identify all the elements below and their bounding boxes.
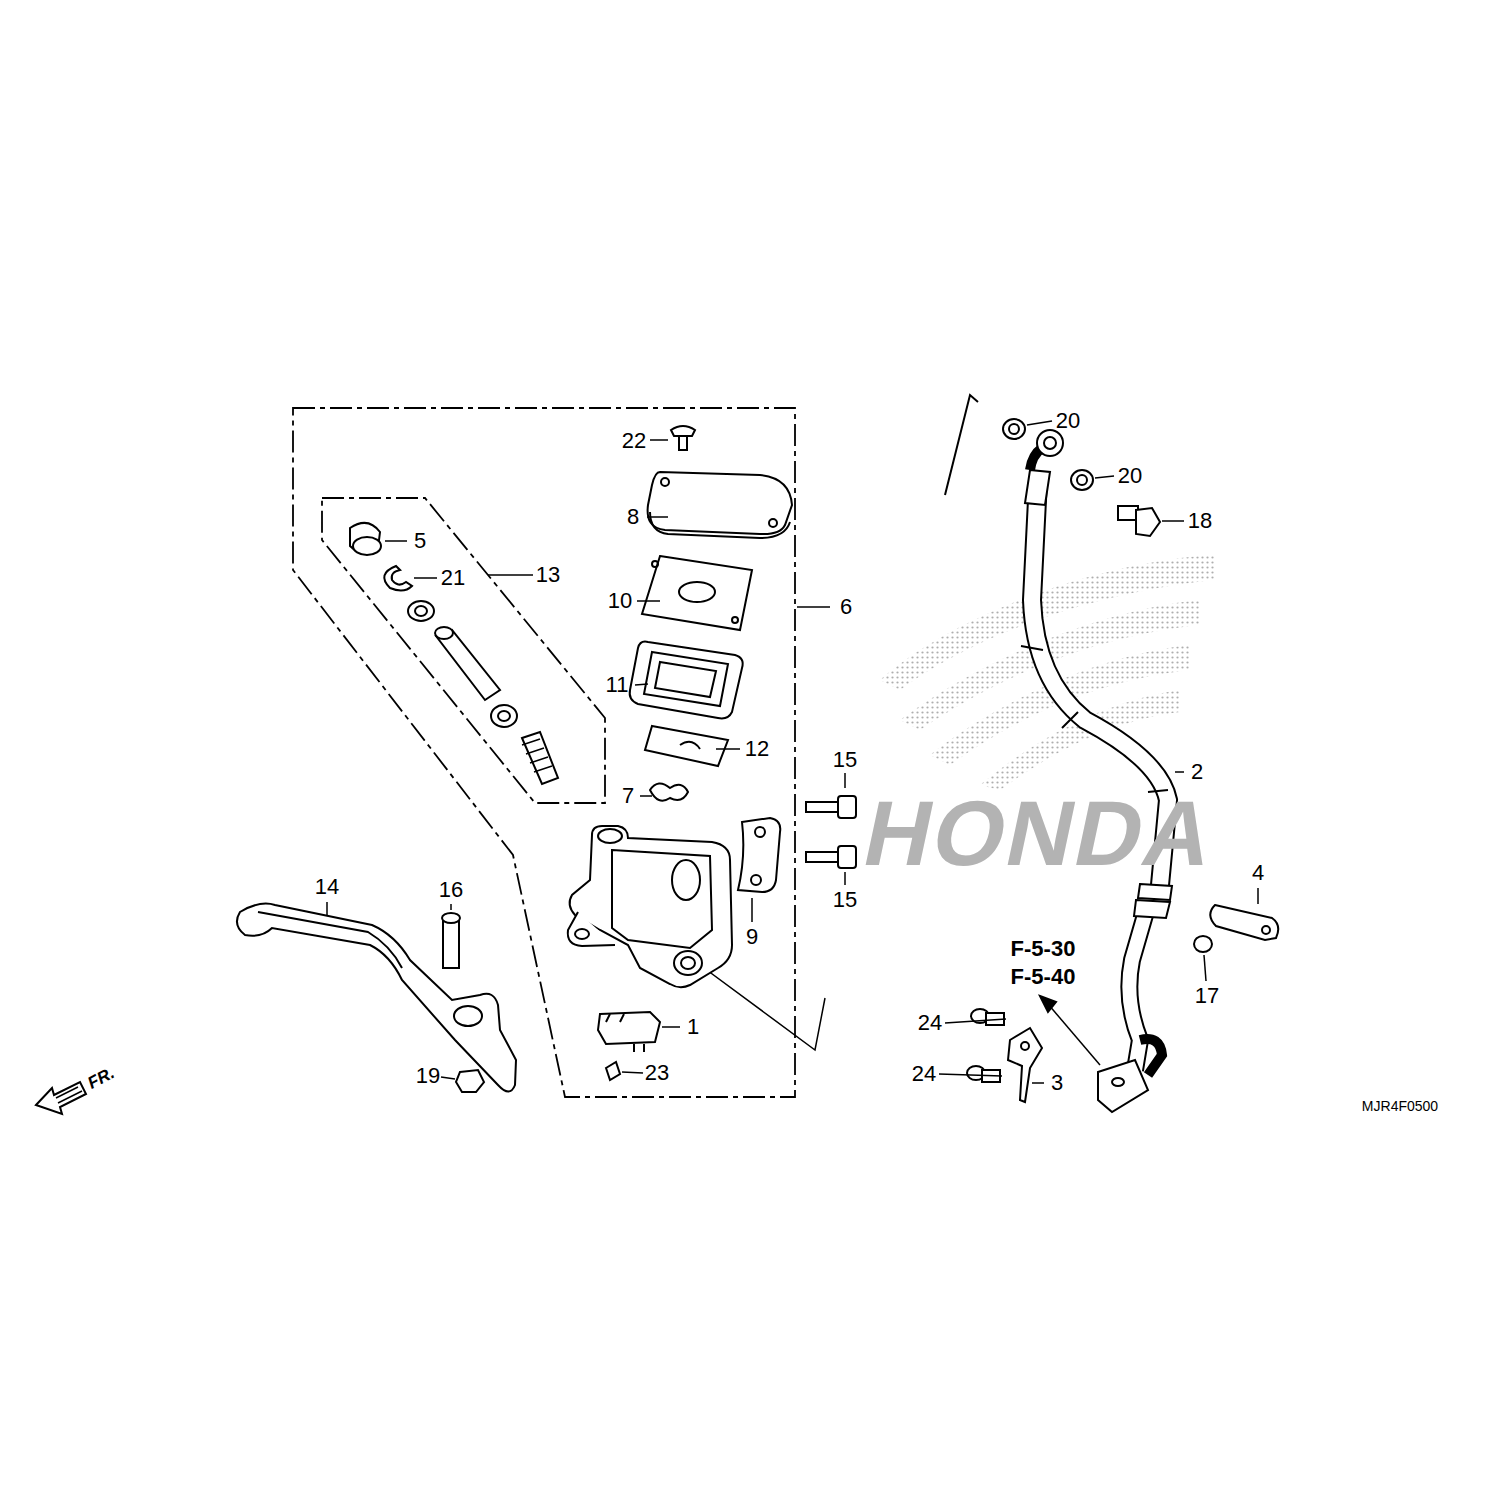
callout-number: 12 (745, 738, 769, 760)
callout-number: 13 (536, 564, 560, 586)
callout-number: 24 (918, 1012, 942, 1034)
callout-number: 4 (1252, 862, 1264, 884)
callout-number: 14 (315, 876, 339, 898)
callout-number: 6 (840, 596, 852, 618)
direction-label: FR. (85, 1064, 117, 1092)
reference-code: F-5-30 (1011, 938, 1076, 960)
callout-number: 23 (645, 1062, 669, 1084)
callout-number: 15 (833, 889, 857, 911)
reference-code: F-5-40 (1011, 966, 1076, 988)
callout-number: 19 (416, 1065, 440, 1087)
callout-number: 17 (1195, 985, 1219, 1007)
front-arrow (36, 1082, 86, 1114)
callout-number: 2 (1191, 761, 1203, 783)
callout-number: 22 (622, 430, 646, 452)
callout-number: 10 (608, 590, 632, 612)
callout-number: 8 (627, 506, 639, 528)
callout-number: 3 (1051, 1072, 1063, 1094)
callout-number: 11 (606, 674, 629, 696)
callout-number: 9 (746, 926, 758, 948)
callout-number: 24 (912, 1063, 936, 1085)
watermark-text: HONDA (857, 787, 1224, 879)
callout-number: 7 (622, 785, 634, 807)
callout-number: 1 (687, 1016, 699, 1038)
callout-number: 20 (1118, 465, 1142, 487)
callout-number: 15 (833, 749, 857, 771)
drawing-code: MJR4F0500 (1362, 1099, 1438, 1113)
callout-number: 20 (1056, 410, 1080, 432)
callout-number: 16 (439, 879, 463, 901)
callout-number: 5 (414, 530, 426, 552)
callout-number: 21 (441, 567, 465, 589)
callout-number: 18 (1188, 510, 1212, 532)
